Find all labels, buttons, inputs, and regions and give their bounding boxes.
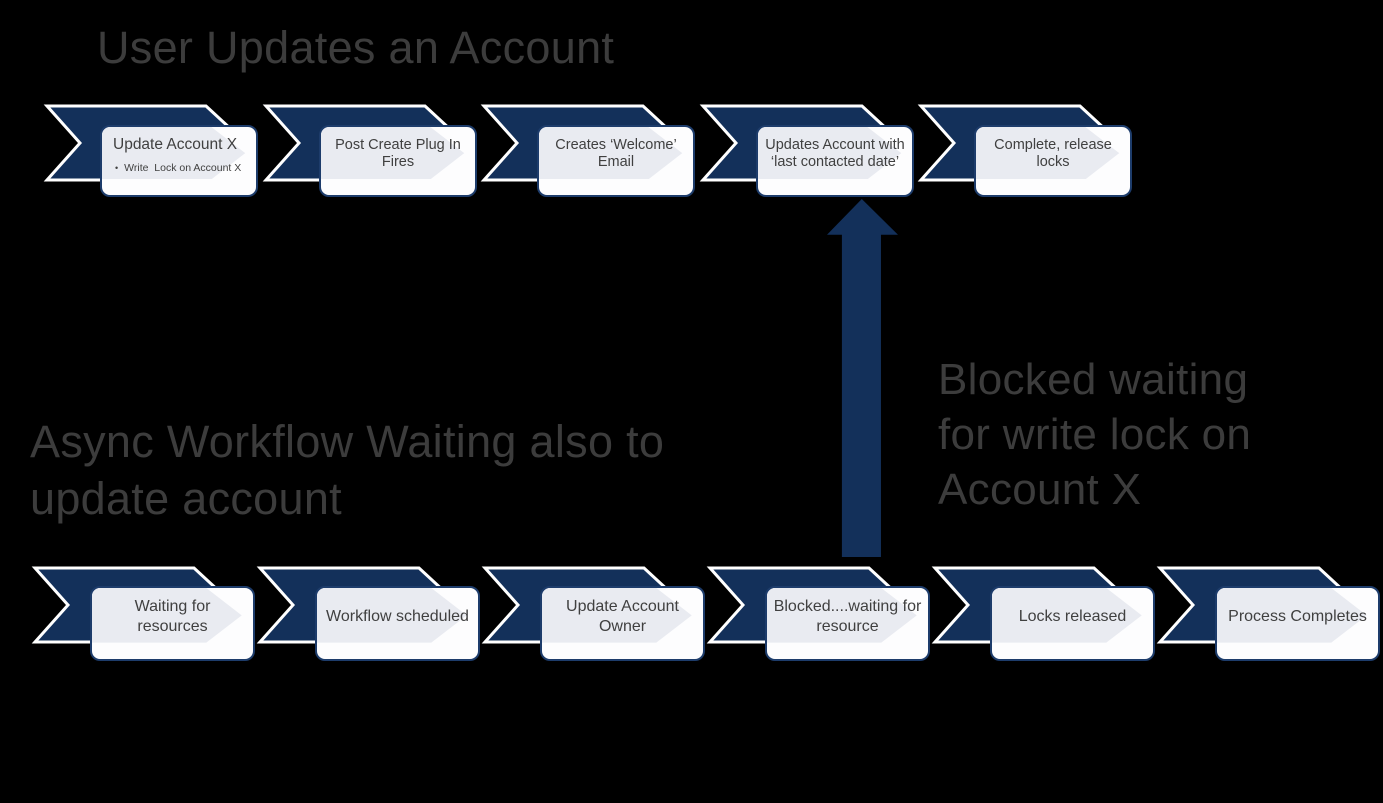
step-label: Updates Account with ‘last contacted dat… bbox=[765, 136, 905, 170]
blocked-annotation: Blocked waiting for write lock on Accoun… bbox=[938, 352, 1251, 517]
step-label: Post Create Plug In Fires bbox=[335, 136, 461, 170]
bullet-dot-icon: • bbox=[115, 163, 119, 173]
flow-step: Workflow scheduled bbox=[256, 566, 480, 661]
step-card: Workflow scheduled bbox=[315, 586, 480, 661]
step-label: Process Completes bbox=[1228, 607, 1367, 625]
blocked-annotation-line1: Blocked waiting bbox=[938, 355, 1249, 404]
bottom-flow-title-line1: Async Workflow Waiting also to bbox=[30, 416, 665, 467]
flow-step: Update Account Owner bbox=[481, 566, 705, 661]
flow-step: Creates ‘Welcome’ Email bbox=[480, 104, 695, 197]
step-card: Post Create Plug In Fires bbox=[319, 125, 477, 197]
chevron-watermark-icon bbox=[321, 127, 465, 180]
blocked-annotation-line2: for write lock on bbox=[938, 410, 1252, 459]
blocked-annotation-line3: Account X bbox=[938, 465, 1142, 514]
blocked-up-arrow-icon bbox=[827, 199, 898, 557]
step-label: Locks released bbox=[1018, 607, 1127, 625]
step-card: Blocked....waiting for resource bbox=[765, 586, 930, 661]
chevron-watermark-icon bbox=[92, 588, 242, 643]
step-label: Creates ‘Welcome’ Email bbox=[555, 136, 677, 170]
step-label: Waiting for resources bbox=[134, 598, 211, 635]
step-label: Update Account Owner bbox=[566, 598, 679, 635]
chevron-watermark-icon bbox=[539, 127, 683, 180]
step-label: Update Account X bbox=[113, 136, 238, 153]
flow-step: Locks released bbox=[931, 566, 1155, 661]
flow-step: Blocked....waiting for resource bbox=[706, 566, 930, 661]
step-bullet-text: Write Lock on Account X bbox=[124, 162, 242, 174]
chevron-watermark-icon bbox=[542, 588, 692, 643]
chevron-watermark-icon bbox=[992, 588, 1142, 643]
step-card: Updates Account with ‘last contacted dat… bbox=[756, 125, 914, 197]
step-card: Locks released bbox=[990, 586, 1155, 661]
flow-step: Waiting for resources bbox=[31, 566, 255, 661]
step-card: Creates ‘Welcome’ Email bbox=[537, 125, 695, 197]
chevron-watermark-icon bbox=[976, 127, 1120, 180]
flow-step: Process Completes bbox=[1156, 566, 1380, 661]
flow-step: Update Account X • Write Lock on Account… bbox=[43, 104, 258, 197]
step-card: Update Account Owner bbox=[540, 586, 705, 661]
bottom-flow-title-line2: update account bbox=[30, 473, 342, 524]
flow-step: Updates Account with ‘last contacted dat… bbox=[699, 104, 914, 197]
step-bullet: • Write Lock on Account X bbox=[115, 162, 241, 174]
step-label: Blocked....waiting for resource bbox=[773, 598, 922, 635]
step-card: Waiting for resources bbox=[90, 586, 255, 661]
step-card: Complete, release locks bbox=[974, 125, 1132, 197]
chevron-watermark-icon bbox=[767, 588, 917, 643]
chevron-watermark-icon bbox=[317, 588, 467, 643]
flow-step: Complete, release locks bbox=[917, 104, 1132, 197]
chevron-watermark-icon bbox=[758, 127, 902, 180]
bottom-flow-title: Async Workflow Waiting also to update ac… bbox=[30, 413, 664, 527]
top-flow-title: User Updates an Account bbox=[97, 22, 615, 73]
step-label: Workflow scheduled bbox=[326, 607, 469, 625]
step-card: Process Completes bbox=[1215, 586, 1380, 661]
chevron-watermark-icon bbox=[102, 127, 246, 180]
step-card: Update Account X • Write Lock on Account… bbox=[100, 125, 258, 197]
chevron-watermark-icon bbox=[1217, 588, 1367, 643]
flow-step: Post Create Plug In Fires bbox=[262, 104, 477, 197]
step-label: Complete, release locks bbox=[994, 136, 1112, 170]
